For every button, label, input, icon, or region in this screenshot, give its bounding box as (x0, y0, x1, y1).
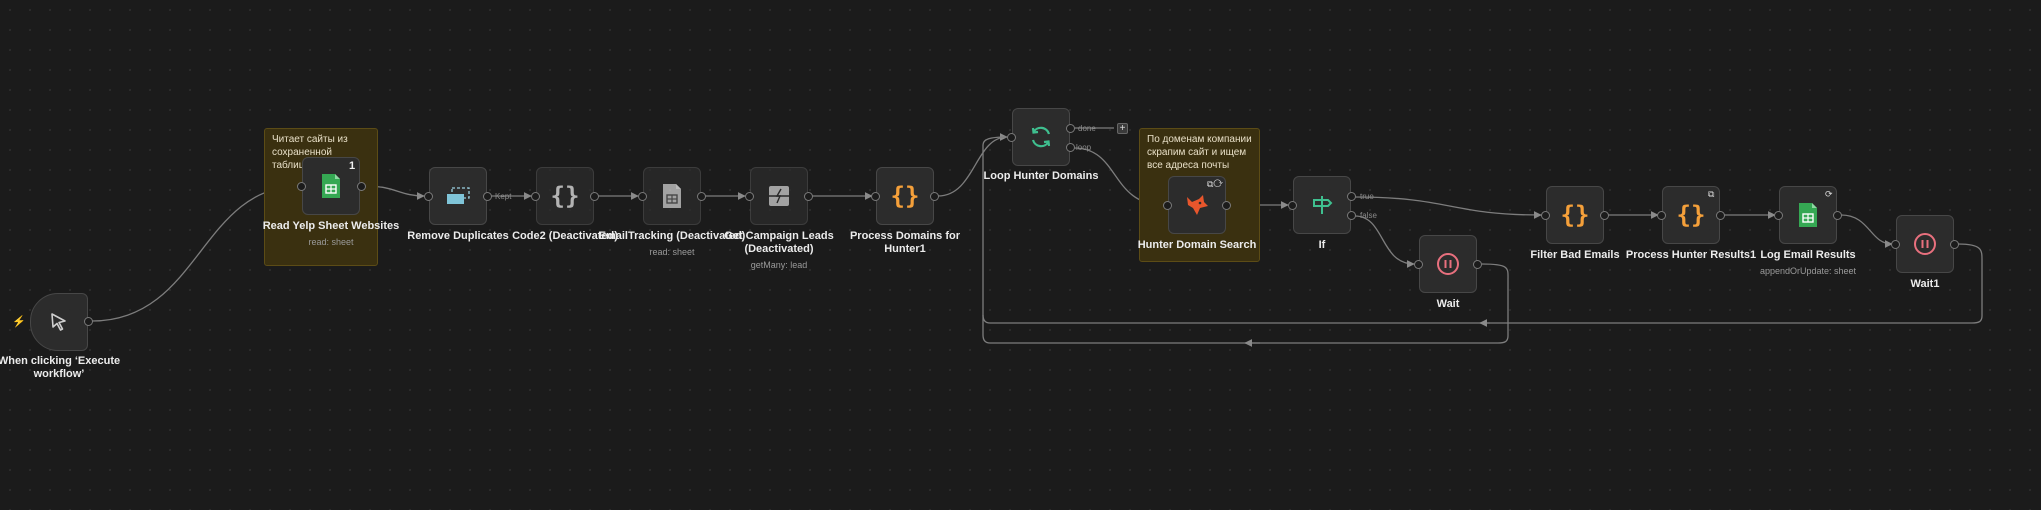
node-label: Process Hunter Results1 (1625, 249, 1757, 261)
google-sheets-icon (663, 184, 681, 208)
input-port[interactable] (638, 192, 647, 201)
output-port[interactable] (1833, 211, 1842, 220)
campaign-icon (769, 186, 789, 206)
google-sheets-icon (1799, 203, 1817, 227)
sticky-note-text: По доменам компании скрапим сайт и ищем … (1147, 134, 1252, 171)
output-port-done[interactable] (1066, 124, 1075, 133)
input-port[interactable] (1541, 211, 1550, 220)
sticky-note[interactable]: По доменам компании скрапим сайт и ищем … (1139, 128, 1260, 262)
code-braces-icon: {} (890, 182, 920, 210)
node-remove-duplicates[interactable] (429, 167, 487, 225)
sticky-note-text: Читает сайты из сохраненной таблицы (272, 134, 348, 171)
node-label: If (1318, 239, 1326, 251)
hunter-fox-icon (1187, 195, 1208, 215)
node-process-domains[interactable]: {} (876, 167, 934, 225)
node-wait1[interactable] (1896, 215, 1954, 273)
input-port[interactable] (1774, 211, 1783, 220)
output-port-true[interactable] (1347, 192, 1356, 201)
node-loop-hunter-domains[interactable] (1012, 108, 1070, 166)
output-label-false: false (1360, 211, 1377, 220)
node-wait[interactable] (1419, 235, 1477, 293)
output-port[interactable] (483, 192, 492, 201)
pin-icon: ⧉ (1708, 189, 1715, 199)
wire-if-true-filter (1354, 196, 1542, 219)
input-port[interactable] (1414, 260, 1423, 269)
google-sheets-icon (322, 174, 340, 198)
output-port[interactable] (357, 182, 366, 191)
output-port[interactable] (804, 192, 813, 201)
output-port[interactable] (84, 317, 93, 326)
output-port[interactable] (1222, 201, 1231, 210)
node-email-tracking[interactable] (643, 167, 701, 225)
wire-process-loop (937, 133, 1008, 197)
pause-icon (1914, 233, 1936, 255)
node-hunter-domain-search[interactable] (1168, 176, 1226, 234)
trigger-bolt-icon: ⚡ (12, 316, 26, 328)
add-node-button[interactable]: + (1117, 123, 1128, 134)
node-label: Read Yelp Sheet Websites read: sheet (256, 220, 406, 249)
node-label: Get Campaign Leads (Deactivated) getMany… (704, 230, 854, 272)
output-port[interactable] (590, 192, 599, 201)
loop-icon (1031, 126, 1051, 148)
node-subtitle: read: sheet (308, 237, 354, 247)
input-port[interactable] (424, 192, 433, 201)
node-code2[interactable]: {} (536, 167, 594, 225)
output-port[interactable] (1716, 211, 1725, 220)
pause-icon (1437, 253, 1459, 275)
if-signpost-icon (1313, 196, 1333, 214)
output-label-true: true (1360, 192, 1374, 201)
input-port[interactable] (531, 192, 540, 201)
output-port[interactable] (1473, 260, 1482, 269)
input-port[interactable] (1657, 211, 1666, 220)
node-label: Remove Duplicates (407, 230, 509, 242)
node-get-campaign-leads[interactable] (750, 167, 808, 225)
node-filter-bad-emails[interactable]: {} (1546, 186, 1604, 244)
output-port[interactable] (697, 192, 706, 201)
node-subtitle: read: sheet (649, 247, 695, 257)
node-manual-trigger[interactable] (30, 293, 88, 351)
node-label: Wait1 (1910, 278, 1940, 290)
node-subtitle: getMany: lead (750, 260, 808, 270)
output-label-done: done (1078, 124, 1096, 133)
node-label: Log Email Results appendOrUpdate: sheet (1733, 249, 1883, 278)
input-port[interactable] (1007, 133, 1016, 142)
code-braces-icon: {} (1676, 201, 1706, 229)
input-port[interactable] (1163, 201, 1172, 210)
node-if[interactable] (1293, 176, 1351, 234)
node-label: Hunter Domain Search (1137, 239, 1257, 251)
input-port[interactable] (1891, 240, 1900, 249)
node-label: Code2 (Deactivated) (512, 230, 618, 242)
node-label: Wait (1436, 298, 1460, 310)
node-label: When clicking ‘Execute workflow’ (0, 355, 121, 380)
input-port[interactable] (745, 192, 754, 201)
pin-data-icon: ⧉⟳ (1207, 179, 1224, 189)
output-port-false[interactable] (1347, 211, 1356, 220)
output-label-kept: Kept (495, 192, 512, 201)
node-subtitle: appendOrUpdate: sheet (1759, 266, 1857, 276)
node-read-yelp-sheet[interactable] (302, 157, 360, 215)
wire-log-wait1 (1840, 214, 1893, 248)
execution-count-badge: 1 (349, 160, 356, 172)
node-label: Process Domains for Hunter1 (849, 230, 961, 255)
output-port-loop[interactable] (1066, 143, 1075, 152)
output-port[interactable] (1600, 211, 1609, 220)
remove-duplicates-icon (447, 187, 470, 204)
output-label-loop: loop (1076, 143, 1092, 152)
input-port[interactable] (871, 192, 880, 201)
code-braces-icon: {} (1560, 201, 1590, 229)
refresh-icon: ⟳ (1825, 189, 1833, 199)
cursor-click-icon (51, 313, 66, 331)
node-label: Filter Bad Emails (1530, 249, 1620, 261)
node-label: EmailTracking (Deactivated) read: sheet (598, 230, 746, 257)
output-port[interactable] (1950, 240, 1959, 249)
input-port[interactable] (1288, 201, 1297, 210)
node-label: Loop Hunter Domains (983, 170, 1099, 182)
input-port[interactable] (297, 182, 306, 191)
output-port[interactable] (930, 192, 939, 201)
code-braces-icon: {} (550, 182, 580, 210)
